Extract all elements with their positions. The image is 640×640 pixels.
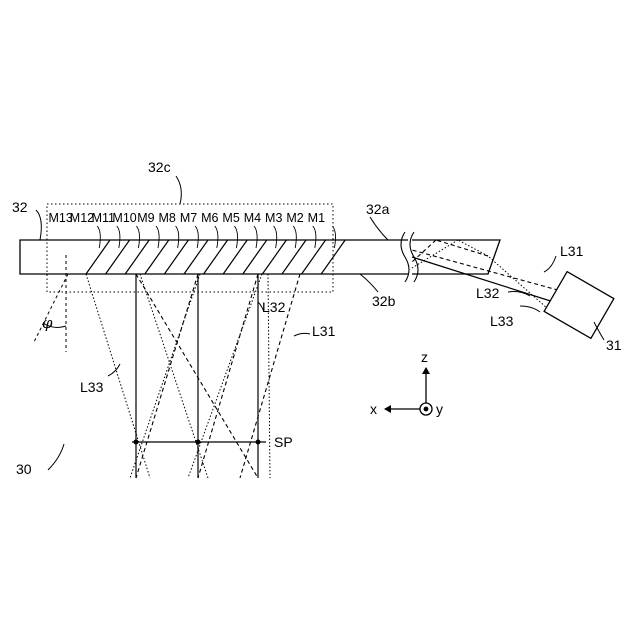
mirror-m1 (321, 240, 345, 274)
ray-l31 (136, 274, 258, 478)
mirror-m5 (243, 240, 267, 274)
spot-label: SP (274, 434, 293, 450)
mirror-m10 (145, 240, 169, 274)
mirror-label: M1 (308, 211, 325, 225)
mirror-label: M3 (265, 211, 282, 225)
mirror-label: M12 (70, 211, 94, 225)
leader-l33-bottom (108, 364, 120, 376)
ray-label-l31-bottom: L31 (312, 323, 336, 339)
mirror-label: M6 (201, 211, 218, 225)
ray-l31 (136, 274, 198, 478)
y-axis-dot (424, 407, 429, 412)
ray-l31 (198, 274, 258, 478)
mirror-m2 (302, 240, 326, 274)
light-source-label: 31 (606, 337, 622, 353)
mirror-leader (215, 226, 218, 248)
mirror-label: M4 (244, 211, 261, 225)
mirror-m3 (282, 240, 306, 274)
leader-32b (360, 274, 378, 292)
mirror-m6 (223, 240, 247, 274)
mirror-label: M8 (159, 211, 176, 225)
mirror-label: M2 (286, 211, 303, 225)
spot-point (196, 440, 201, 445)
ray-label-l32-bottom: L32 (262, 299, 286, 315)
mirror-label: M7 (180, 211, 197, 225)
angle-symbol: φ (42, 314, 53, 332)
ray-label-l33-top: L33 (490, 313, 514, 329)
mirror-leader (176, 226, 179, 248)
light-guide-plate (20, 240, 408, 274)
input-ray-l33 (458, 240, 488, 256)
spot-point (134, 440, 139, 445)
ray-label-l32-top: L32 (476, 285, 500, 301)
mirror-m13 (86, 240, 110, 274)
x-axis-label: x (370, 401, 377, 417)
z-axis-label: z (421, 349, 428, 365)
y-axis-label: y (436, 401, 443, 417)
mirror-leader (313, 226, 316, 248)
mirror-label: M5 (222, 211, 239, 225)
mirror-leader (195, 226, 198, 248)
light-guide-incline-section (412, 240, 500, 274)
input-rays (412, 240, 565, 316)
spot-point (256, 440, 261, 445)
mirror-leader (274, 226, 277, 248)
mirror-m8 (184, 240, 208, 274)
mirror-leader (254, 226, 257, 248)
mirror-label: M10 (112, 211, 136, 225)
mirror-array: M13M12M11M10M9M8M7M6M5M4M3M2M1 (48, 211, 345, 274)
leader-l32-top (508, 292, 530, 297)
leader-32c (176, 176, 181, 204)
top-surface-label: 32a (366, 201, 390, 217)
ray-label-l31-top: L31 (560, 243, 584, 259)
mirror-leader (234, 226, 237, 248)
ray-label-l33-bottom: L33 (80, 379, 104, 395)
mirror-leader (332, 226, 335, 248)
mirror-leader (136, 226, 139, 248)
mirror-m12 (106, 240, 130, 274)
light-guide-label: 32 (12, 199, 28, 215)
mirror-m7 (204, 240, 228, 274)
mirror-label: M9 (137, 211, 154, 225)
leader-30 (48, 444, 64, 470)
mirror-leader (97, 226, 100, 248)
leader-l33-top (520, 306, 540, 312)
bottom-surface-label: 32b (372, 293, 396, 309)
mirror-leader (156, 226, 159, 248)
leader-l31-bottom (294, 333, 310, 336)
mirror-m11 (125, 240, 149, 274)
ray-l33 (130, 274, 200, 478)
mirror-m4 (262, 240, 286, 274)
mirror-leader (293, 226, 296, 248)
mirror-m9 (164, 240, 188, 274)
light-source-box (544, 272, 614, 339)
leader-32a (370, 217, 388, 240)
ray-l33 (188, 274, 262, 478)
coordinate-axes: z x y (370, 349, 443, 417)
leader-32 (36, 210, 41, 240)
leader-l31-top (544, 256, 556, 272)
mirror-region-label: 32c (148, 159, 171, 175)
figure-number: 30 (16, 461, 32, 477)
mirror-leader (117, 226, 120, 248)
